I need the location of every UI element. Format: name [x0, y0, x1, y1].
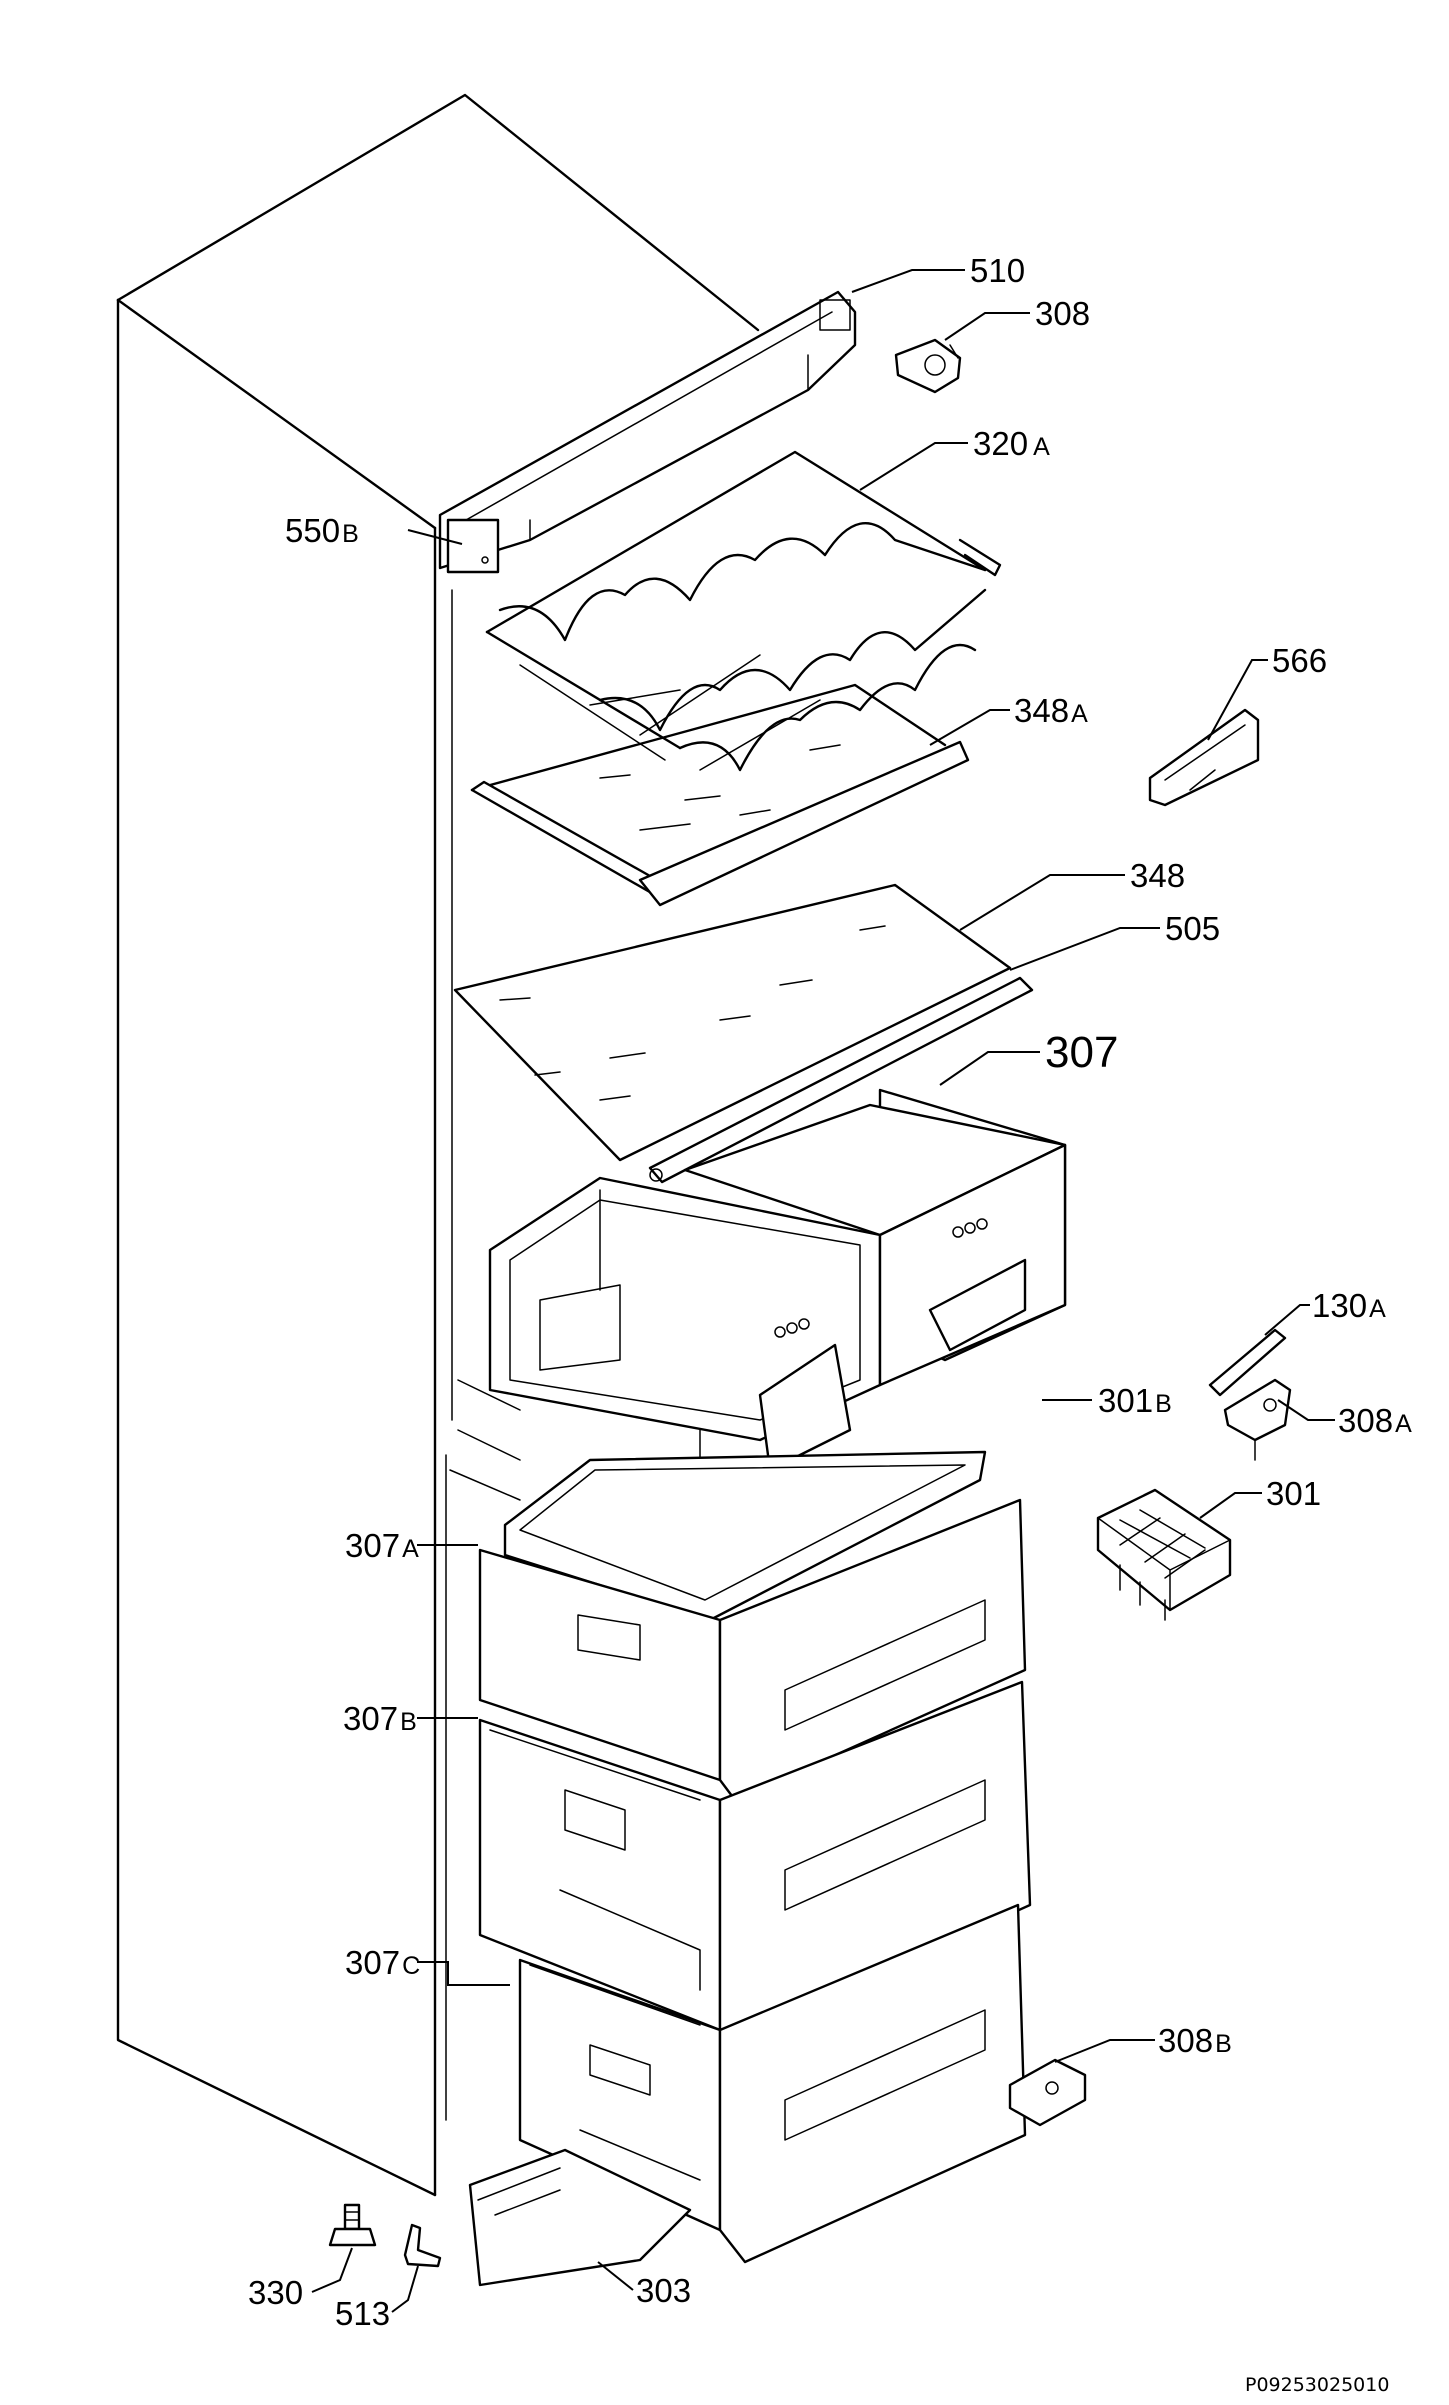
label-301b: 301B — [1098, 1382, 1172, 1419]
label-348a: 348A — [1014, 692, 1088, 729]
reference-code: P09253025010 — [1245, 2374, 1389, 2396]
part-301-ice-tray — [1096, 1488, 1232, 1621]
part-320a-wine-rack — [485, 450, 1002, 772]
label-505: 505 — [1165, 910, 1220, 947]
label-307b: 307B — [343, 1700, 417, 1737]
label-307c: 307C — [345, 1944, 420, 1981]
cabinet-body — [116, 93, 760, 2197]
part-308b-hinge — [1008, 2058, 1087, 2127]
label-308a: 308A — [1338, 1402, 1412, 1439]
part-130a-308a-hinge-set — [1208, 1328, 1292, 1461]
part-348-glass-shelf — [453, 883, 1012, 1162]
label-330: 330 — [248, 2274, 303, 2311]
part-330-adjustable-foot — [328, 2203, 377, 2247]
label-566: 566 — [1272, 642, 1327, 679]
label-308b: 308B — [1158, 2022, 1232, 2059]
part-307-crisper-drawers — [488, 1088, 1067, 1501]
part-566-bracket — [1148, 708, 1260, 807]
label-510: 510 — [970, 252, 1025, 289]
label-550b: 550B — [285, 512, 359, 549]
label-308: 308 — [1035, 295, 1090, 332]
part-303-kickplate — [468, 2148, 692, 2287]
label-130a: 130A — [1312, 1287, 1386, 1324]
part-510-top-cover — [438, 290, 857, 574]
part-307b-drawer — [478, 1680, 1032, 2037]
part-308-hinge — [894, 338, 962, 394]
label-307: 307 — [1045, 1028, 1118, 1077]
label-307a: 307A — [345, 1527, 419, 1564]
label-301: 301 — [1266, 1475, 1321, 1512]
label-513: 513 — [335, 2295, 390, 2332]
part-513-clip — [403, 2223, 442, 2268]
part-505-trim — [648, 976, 1034, 1184]
label-348: 348 — [1130, 857, 1185, 894]
part-348a-glass-shelf — [470, 683, 970, 907]
label-303: 303 — [636, 2272, 691, 2309]
part-307a-drawer — [478, 1450, 1027, 1802]
leader-lines — [311, 269, 1335, 2313]
